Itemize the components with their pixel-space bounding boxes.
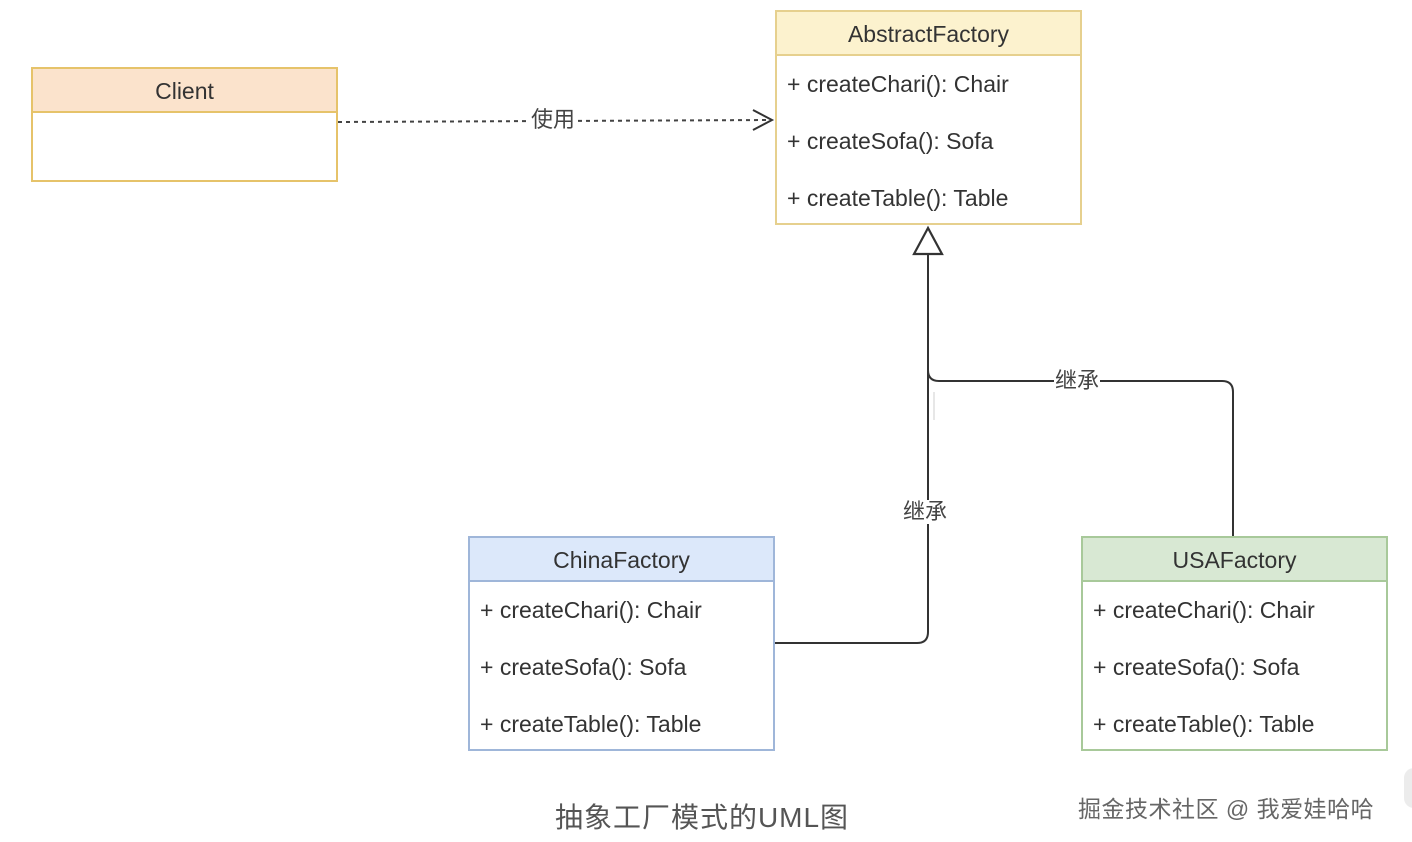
method-row: + createChari(): Chair [1093, 597, 1315, 623]
method-row: + createTable(): Table [1093, 711, 1315, 737]
open-arrow-head [752, 109, 775, 131]
class-name: Client [33, 69, 336, 113]
class-name: ChinaFactory [470, 538, 773, 582]
method-row: + createChari(): Chair [480, 597, 702, 623]
method-row: + createTable(): Table [480, 711, 702, 737]
caption-text: 抽象工厂模式的UML图 [554, 802, 850, 833]
class-usa-factory[interactable]: USAFactory + createChari(): Chair + crea… [1081, 536, 1388, 751]
figure-caption: 抽象工厂模式的UML图 [0, 796, 1412, 836]
dependency-label: 使用 [530, 107, 577, 132]
class-abstract-factory[interactable]: AbstractFactory + createChari(): Chair +… [775, 10, 1082, 225]
edge-floating-button[interactable] [1404, 768, 1412, 808]
watermark: 掘金技术社区 @ 我爱娃哈哈 [1078, 796, 1375, 822]
inheritance-triangle [912, 225, 944, 256]
method-row: + createTable(): Table [787, 185, 1009, 211]
method-row: + createSofa(): Sofa [787, 128, 994, 154]
method-row: + createSofa(): Sofa [1093, 654, 1300, 680]
class-china-factory[interactable]: ChinaFactory + createChari(): Chair + cr… [468, 536, 775, 751]
inheritance-label-usa: 继承 [1054, 368, 1101, 393]
inheritance-label-china: 继承 [902, 499, 949, 524]
inheritance-line-usa [927, 369, 1234, 536]
inheritance-line-china [775, 370, 929, 644]
class-name: AbstractFactory [777, 12, 1080, 56]
class-client[interactable]: Client [31, 67, 338, 182]
method-row: + createChari(): Chair [787, 71, 1009, 97]
method-row: + createSofa(): Sofa [480, 654, 687, 680]
class-name: USAFactory [1083, 538, 1386, 582]
